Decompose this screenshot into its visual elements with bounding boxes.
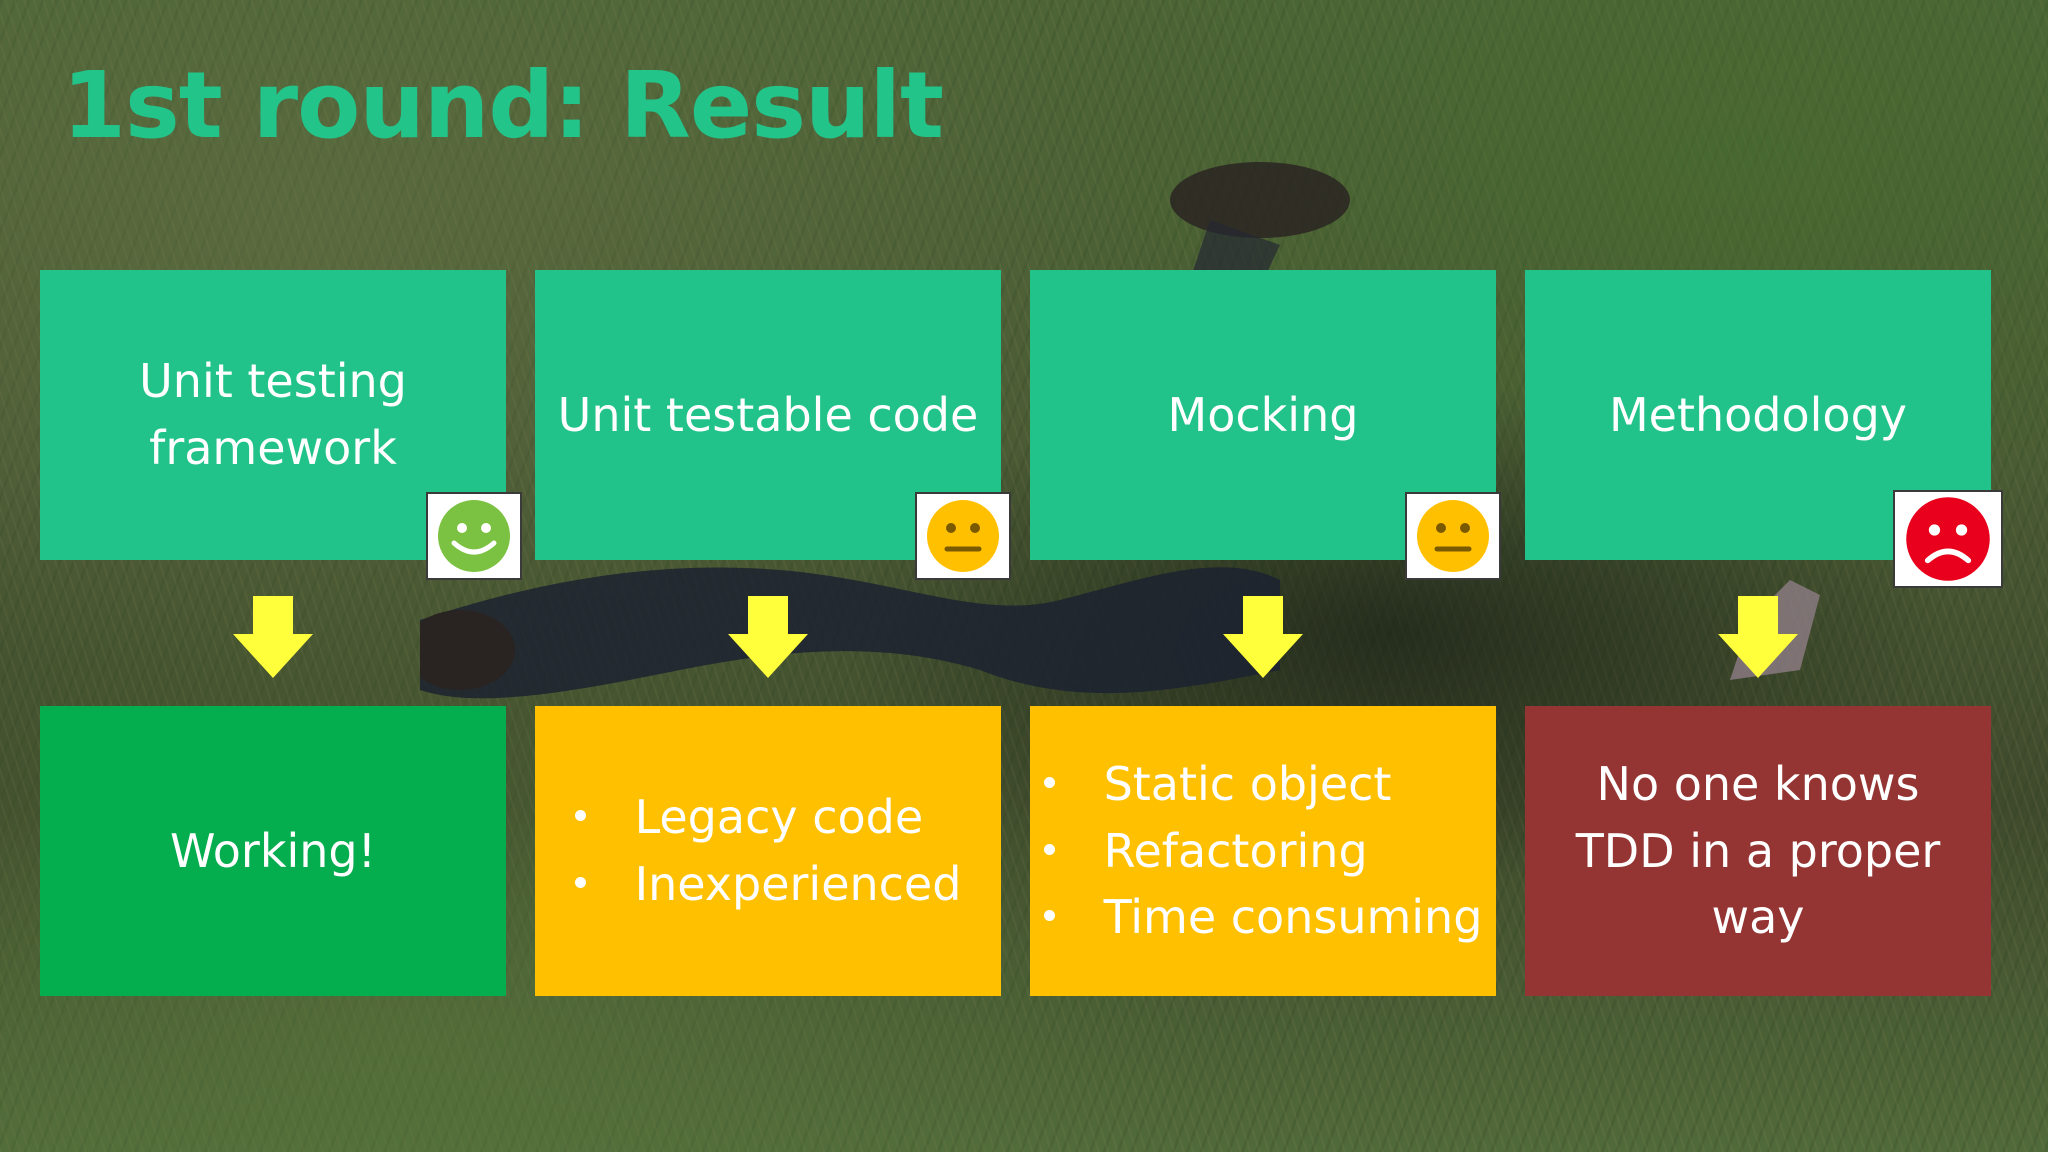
bullet-item: Legacy code: [574, 784, 962, 851]
topic-label: Unit testing framework: [139, 354, 407, 475]
result-label: Working!: [169, 823, 377, 878]
result-box-methodology-issue: No one knows TDD in a proper way: [1525, 706, 1991, 996]
result-box-mocking-issues: Static object Refactoring Time consuming: [1030, 706, 1496, 996]
topic-label: Mocking: [1167, 387, 1359, 442]
result-bullet-list: Legacy code Inexperienced: [574, 784, 962, 918]
status-indicator: [426, 492, 522, 580]
status-indicator: [1405, 492, 1501, 580]
happy-face-icon: [438, 500, 510, 572]
sad-face-icon: [1906, 497, 1990, 581]
result-box-testable-code-issues: Legacy code Inexperienced: [535, 706, 1001, 996]
down-arrow-icon: [1718, 596, 1798, 678]
status-indicator: [1893, 490, 2003, 588]
topic-label: Unit testable code: [557, 387, 979, 442]
down-arrow-icon: [728, 596, 808, 678]
topic-label: Methodology: [1608, 387, 1907, 442]
neutral-face-icon: [927, 500, 999, 572]
bullet-item: Inexperienced: [574, 851, 961, 918]
bullet-item: Time consuming: [1043, 884, 1482, 951]
down-arrow-icon: [1223, 596, 1303, 678]
result-bullet-list: Static object Refactoring Time consuming: [1043, 751, 1483, 951]
slide-title: 1st round: Result: [62, 52, 944, 159]
topic-box-unit-testing-framework: Unit testing framework: [40, 270, 506, 560]
neutral-face-icon: [1417, 500, 1489, 572]
bullet-item: Static object: [1043, 751, 1483, 818]
result-box-working: Working!: [40, 706, 506, 996]
down-arrow-icon: [233, 596, 313, 678]
status-indicator: [915, 492, 1011, 580]
bullet-item: Refactoring: [1043, 818, 1483, 885]
result-label: No one knows TDD in a proper way: [1575, 756, 1941, 945]
